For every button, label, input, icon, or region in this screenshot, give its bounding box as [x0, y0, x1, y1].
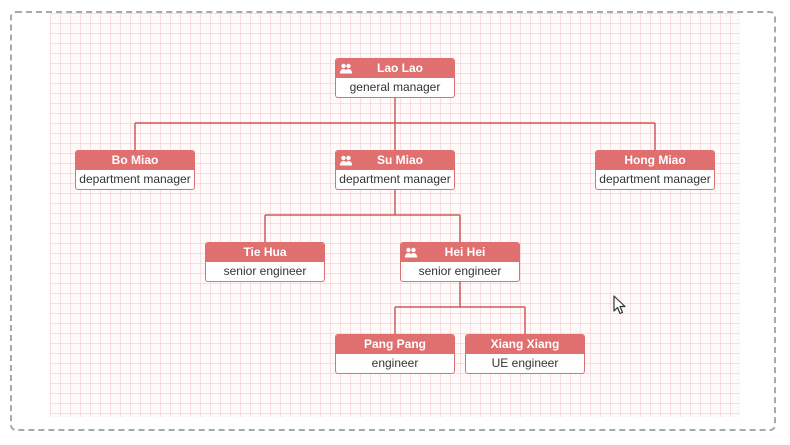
node-title: senior engineer	[418, 264, 502, 278]
node-name: Bo Miao	[111, 153, 159, 167]
connector-hei-hei-children	[394, 282, 526, 334]
node-name: Tie Hua	[243, 245, 287, 259]
node-su-miao[interactable]: Su Miao department manager	[335, 150, 455, 190]
node-tie-hua[interactable]: Tie Hua senior engineer	[205, 242, 325, 282]
node-bo-miao[interactable]: Bo Miao department manager	[75, 150, 195, 190]
node-hei-hei[interactable]: Hei Hei senior engineer	[400, 242, 520, 282]
node-name: Su Miao	[376, 153, 423, 167]
group-icon	[404, 247, 418, 258]
node-hong-miao[interactable]: Hong Miao department manager	[595, 150, 715, 190]
node-title: department manager	[599, 172, 711, 186]
node-name: Hei Hei	[444, 245, 486, 259]
node-xiang-xiang[interactable]: Xiang Xiang UE engineer	[465, 334, 585, 374]
node-title: UE engineer	[491, 356, 559, 370]
node-title: senior engineer	[223, 264, 307, 278]
node-name: Lao Lao	[376, 61, 423, 75]
node-name: Hong Miao	[624, 153, 686, 167]
node-title: engineer	[371, 356, 419, 370]
group-icon	[339, 63, 353, 74]
node-lao-lao[interactable]: Lao Lao general manager	[335, 58, 455, 98]
node-title: department manager	[339, 172, 451, 186]
connector-su-miao-children	[264, 190, 461, 242]
node-title: department manager	[79, 172, 191, 186]
diagram-frame	[10, 11, 776, 431]
node-name: Pang Pang	[363, 337, 426, 351]
group-icon	[339, 155, 353, 166]
node-title: general manager	[349, 80, 441, 94]
connector-lao-lao-children	[134, 97, 656, 150]
mouse-cursor-icon	[613, 295, 626, 315]
node-pang-pang[interactable]: Pang Pang engineer	[335, 334, 455, 374]
node-name: Xiang Xiang	[490, 337, 560, 351]
